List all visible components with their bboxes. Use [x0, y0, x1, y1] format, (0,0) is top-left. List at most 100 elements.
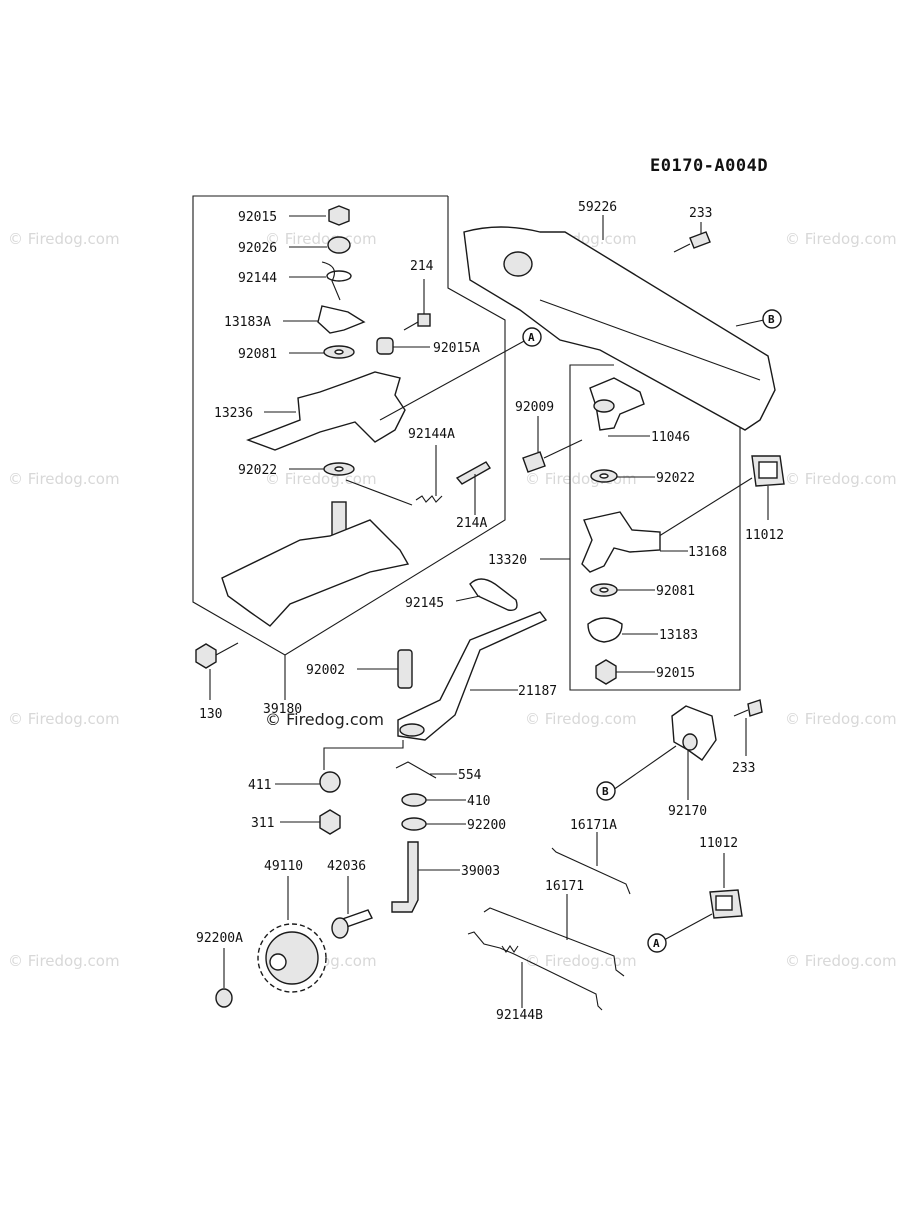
part-11046-label: 11046: [651, 430, 690, 445]
part-11012-label: 11012: [745, 528, 784, 543]
leader-line: [663, 913, 713, 941]
part-92145-label: 92145: [405, 596, 444, 611]
callout-b-label: B: [768, 313, 775, 326]
part-13168-label: 13168: [688, 545, 727, 560]
watermark: © Firedog.com: [785, 952, 897, 970]
part-92144-label: 92144: [238, 271, 277, 286]
part-11012-bottom-label: 11012: [699, 836, 738, 851]
leader-line: [612, 745, 677, 791]
part-130-label: 130: [199, 707, 222, 722]
cover-59226-boss: [503, 251, 533, 277]
part-92015A-label: 92015A: [433, 341, 480, 356]
callout-a-circle: [522, 327, 542, 347]
part-92002-label: 92002: [306, 663, 345, 678]
cover-59226-edge: [539, 299, 761, 381]
callout-a-label: A: [528, 331, 535, 344]
arm-21187-boss: [399, 723, 425, 737]
holder-11012-opening: [758, 461, 778, 479]
callout-b-circle: [762, 309, 782, 329]
spring-92145-shape: [469, 578, 518, 611]
screw-233-mid-shank: [733, 709, 749, 717]
gear-49110-body: [265, 931, 319, 985]
nut-311-shape: [319, 809, 341, 835]
washer-92200A-shape: [215, 988, 233, 1008]
watermark: © Firedog.com: [785, 230, 897, 248]
part-214A-label: 214A: [456, 516, 487, 531]
spring-92144-shape: [326, 270, 352, 282]
bracket-39180-shape: [221, 519, 410, 627]
bolt-92009-head: [522, 451, 546, 473]
watermark: © Firedog.com: [8, 952, 120, 970]
screw-233-mid-head: [747, 699, 763, 717]
watermark: © Firedog.com: [265, 710, 384, 729]
right-assembly-outline: [569, 364, 741, 691]
screw-233-head: [689, 231, 711, 249]
part-13183-label: 13183: [659, 628, 698, 643]
part-16171-label: 16171: [545, 879, 584, 894]
left-assembly-outline: [192, 195, 506, 656]
leader-line: [455, 595, 481, 602]
lever-13236-shape: [246, 371, 406, 451]
watermark: © Firedog.com: [8, 470, 120, 488]
part-16171A-label: 16171A: [570, 818, 617, 833]
callout-a-lower-circle: [647, 933, 667, 953]
arm-21187-shape: [397, 611, 548, 741]
part-92200-label: 92200: [467, 818, 506, 833]
screw-233-shank: [673, 243, 691, 253]
washer-411-shape: [319, 771, 341, 793]
bracket-13168-shape: [581, 511, 661, 573]
part-42036-label: 42036: [327, 859, 366, 874]
lever-11046-boss: [593, 399, 615, 413]
stud-92002-shape: [397, 649, 413, 689]
part-13183A-label: 13183A: [224, 315, 271, 330]
bolt-130-head: [195, 643, 217, 669]
washer-92022-right-hole: [599, 473, 609, 479]
part-92081-right-label: 92081: [656, 584, 695, 599]
spring-92144A-coil: [415, 495, 443, 503]
washer-92022-hole: [334, 466, 344, 472]
watermark: © Firedog.com: [525, 952, 637, 970]
bolt-214-head: [417, 313, 431, 327]
callout-b-lower-label: B: [602, 785, 609, 798]
rod-16171A-shape: [551, 847, 631, 895]
callout-a-lower-label: A: [653, 937, 660, 950]
watermark: © Firedog.com: [265, 470, 377, 488]
leader-line: [735, 319, 765, 327]
rod-16171-shape: [483, 907, 625, 977]
part-233-label: 233: [689, 206, 712, 221]
part-39180-label: 39180: [263, 702, 302, 717]
part-21187-label: 21187: [518, 684, 557, 699]
part-92144A-label: 92144A: [408, 427, 455, 442]
part-554-label: 554: [458, 768, 482, 783]
part-92081-label: 92081: [238, 347, 277, 362]
plate-13183A-shape: [317, 305, 366, 334]
bracket-92170-shape: [671, 705, 717, 761]
leader-line: [379, 339, 527, 421]
nut-92015-shape: [328, 205, 350, 226]
spring-92144B-coil: [501, 945, 519, 953]
spring-92144-wire: [321, 261, 341, 301]
part-92144B-label: 92144B: [496, 1008, 543, 1023]
collar-92026-shape: [327, 236, 351, 254]
collar-92015A-shape: [376, 337, 394, 355]
part-49110-label: 49110: [264, 859, 303, 874]
part-92022-right-label: 92022: [656, 471, 695, 486]
bolt-214-shank: [403, 321, 419, 331]
watermark: © Firedog.com: [8, 230, 120, 248]
washer-92081-right-hole: [599, 587, 609, 593]
lever-11046-shape: [589, 377, 645, 431]
part-13236-label: 13236: [214, 406, 253, 421]
part-92200A-label: 92200A: [196, 931, 243, 946]
gear-49110-hub: [269, 953, 287, 971]
bolt-130-shank: [215, 642, 239, 656]
part-311-label: 311: [251, 816, 274, 831]
part-411-label: 411: [248, 778, 271, 793]
bolt-214A-shape: [455, 461, 491, 485]
holder-11012-bottom-opening: [715, 895, 733, 911]
part-59226-label: 59226: [578, 200, 617, 215]
part-39003-label: 39003: [461, 864, 500, 879]
part-92022-label: 92022: [238, 463, 277, 478]
washer-92081-hole: [334, 349, 344, 355]
callout-b-lower-circle: [596, 781, 616, 801]
